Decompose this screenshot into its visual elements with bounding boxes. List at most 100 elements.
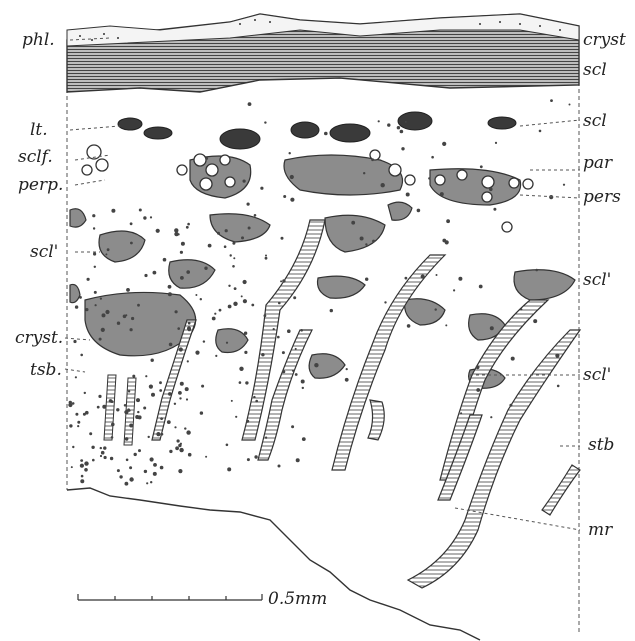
cell-dot xyxy=(99,338,102,341)
cell-dot xyxy=(215,355,217,357)
cell-dot xyxy=(569,104,571,106)
cell-dot xyxy=(239,367,243,371)
cell-dot xyxy=(91,446,94,449)
cell-dot xyxy=(201,385,204,388)
cell-dot xyxy=(130,242,133,245)
cell-dot xyxy=(401,147,404,150)
cell-dot xyxy=(169,343,173,347)
cell-dot xyxy=(100,455,102,457)
cell-dot xyxy=(138,449,141,452)
cell-dot xyxy=(126,288,130,292)
cell-dot xyxy=(195,294,197,296)
cell-dot xyxy=(111,436,114,439)
cell-dot xyxy=(244,351,247,354)
cell-dot xyxy=(302,437,306,441)
cell-dot xyxy=(169,450,172,453)
cell-dot xyxy=(314,363,318,367)
cell-dot xyxy=(205,157,208,160)
cell-dot xyxy=(130,222,133,225)
cell-dot xyxy=(73,340,76,343)
cell-dot xyxy=(476,365,480,369)
cell-dot xyxy=(180,443,182,445)
cell-dot xyxy=(187,360,189,362)
cell-dot xyxy=(143,407,146,410)
cell-dot xyxy=(235,416,237,418)
scale-bar xyxy=(78,594,262,600)
cell-dot xyxy=(282,351,285,354)
cell-dot xyxy=(243,180,246,183)
cell-dot xyxy=(174,228,178,232)
cell-dot xyxy=(132,375,135,378)
cell-dot xyxy=(97,406,100,409)
cell-dot xyxy=(400,130,404,134)
cell-dot xyxy=(153,463,157,467)
cell-dot xyxy=(80,479,84,483)
cell-dot xyxy=(160,466,164,470)
cell-dot xyxy=(378,120,380,122)
cell-dot xyxy=(265,257,268,260)
cell-dot xyxy=(110,457,113,460)
cell-dot xyxy=(233,257,235,259)
cell-dot xyxy=(159,389,162,392)
cell-dot xyxy=(116,408,119,411)
cell-dot xyxy=(75,413,78,416)
cell-dot xyxy=(94,266,96,268)
label-cryst-left: cryst. xyxy=(15,328,63,348)
cell-dot xyxy=(89,432,92,435)
cell-dot xyxy=(550,99,553,102)
cell-dot xyxy=(244,332,247,335)
cell-dot xyxy=(163,258,167,262)
cell-dot xyxy=(149,385,153,389)
cell-dot xyxy=(204,267,207,270)
cell-dot xyxy=(179,397,181,399)
cell-dot xyxy=(188,328,191,331)
cell-dot xyxy=(175,446,179,450)
cell-dot xyxy=(72,402,75,405)
cell-dot xyxy=(363,172,365,174)
cell-dot xyxy=(111,423,115,427)
cell-dot xyxy=(535,269,538,272)
cell-dot xyxy=(105,253,107,255)
cell-dot xyxy=(100,298,102,300)
cell-dot xyxy=(94,291,97,294)
cell-dot xyxy=(246,420,249,423)
cell-dot xyxy=(180,251,183,254)
cell-dot xyxy=(81,475,84,478)
cell-dot xyxy=(280,280,282,282)
cell-dot xyxy=(212,317,216,321)
cell-dot xyxy=(264,121,266,123)
cell-dot xyxy=(144,470,147,473)
cell-dot xyxy=(111,209,115,213)
cell-dot xyxy=(248,227,251,230)
cell-dot xyxy=(421,275,425,279)
cell-dot xyxy=(185,387,189,391)
cell-dot xyxy=(92,459,95,462)
cell-dot xyxy=(145,375,147,377)
cell-dot xyxy=(98,395,101,398)
cell-dot xyxy=(102,313,106,317)
cell-dot xyxy=(241,236,244,239)
cell-dot xyxy=(100,447,102,449)
cell-dot xyxy=(431,156,434,159)
cell-dot xyxy=(495,142,497,144)
cell-dot xyxy=(287,329,291,333)
cell-dot xyxy=(479,285,483,289)
cell-dot xyxy=(458,277,462,281)
label-scl-prime-left: scl' xyxy=(30,242,58,262)
cell-dot xyxy=(265,437,267,439)
cell-dot xyxy=(282,370,285,373)
cell-dot xyxy=(226,342,228,344)
label-par: par xyxy=(583,153,613,173)
cell-dot xyxy=(241,295,243,297)
cell-dot xyxy=(330,309,333,312)
label-sclf: sclf. xyxy=(18,147,53,167)
cell-dot xyxy=(493,208,496,211)
cell-dot xyxy=(125,482,129,486)
cell-dot xyxy=(177,439,180,442)
cell-dot xyxy=(295,373,298,376)
cell-dot xyxy=(289,152,291,154)
cell-dot xyxy=(167,420,171,424)
cell-dot xyxy=(436,274,438,276)
dark-sclereid-clusters xyxy=(118,112,516,149)
cell-dot xyxy=(407,324,411,328)
